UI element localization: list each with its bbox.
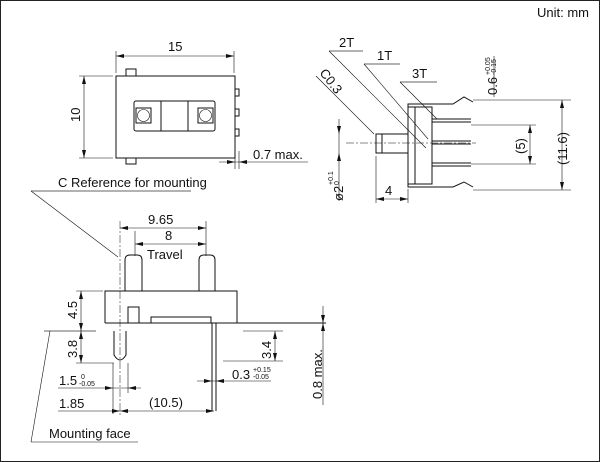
unit-label: Unit: mm [537, 5, 589, 20]
dim-max-protrusion: 0.7 max. [253, 147, 303, 162]
terminal-label-2t: 2T [339, 35, 354, 50]
front-view: C Reference for mounting 9.65 8 Travel 4… [30, 175, 326, 443]
dim-0-3: 0.3 [232, 367, 250, 382]
travel-label: Travel [147, 247, 183, 262]
dim-0-8-max: 0.8 max. [310, 349, 325, 399]
dim-0-3-tol-upper: +0.15 [253, 367, 271, 374]
dim-lead-thickness: 0.6 [485, 77, 500, 95]
dim-10-5: (10.5) [149, 395, 183, 410]
lead-tol-upper: +0.05 [485, 57, 492, 75]
shaft-tol-upper: +0.1 [328, 171, 335, 185]
reference-label: C Reference for mounting [58, 175, 207, 190]
top-view: 15 10 0.7 max. [68, 39, 308, 169]
dim-1-5-tol-lower: -0.05 [79, 381, 95, 388]
mounting-face-label: Mounting face [49, 426, 131, 441]
dim-pin-pitch: (5) [513, 138, 528, 154]
dim-8: 8 [165, 228, 172, 243]
dim-overall-height: (11.6) [555, 132, 570, 165]
dim-0-3-tol-lower: -0.05 [253, 374, 269, 381]
shaft-tol-lower: 0 [334, 181, 341, 185]
dim-3-4: 3.4 [259, 341, 274, 359]
dim-height: 10 [68, 108, 83, 122]
terminal-label-3t: 3T [412, 66, 427, 81]
dim-shaft-diameter: ø2 [331, 186, 346, 201]
dim-965: 9.65 [148, 212, 173, 227]
dim-4-5: 4.5 [65, 301, 80, 319]
dim-1-5-tol-upper: 0 [81, 374, 85, 381]
terminal-label-1t: 1T [377, 48, 392, 63]
dim-1-85: 1.85 [59, 396, 84, 411]
dim-1-5: 1.5 [59, 373, 77, 388]
side-view: (11.6) (5) 0.6 +0.05 -0.15 ø2 +0.1 0 4 2… [315, 35, 571, 203]
dim-width: 15 [168, 39, 182, 54]
dim-shaft-length: 4 [385, 183, 392, 198]
lead-tol-lower: -0.15 [491, 59, 498, 75]
dim-3-8: 3.8 [65, 340, 80, 358]
